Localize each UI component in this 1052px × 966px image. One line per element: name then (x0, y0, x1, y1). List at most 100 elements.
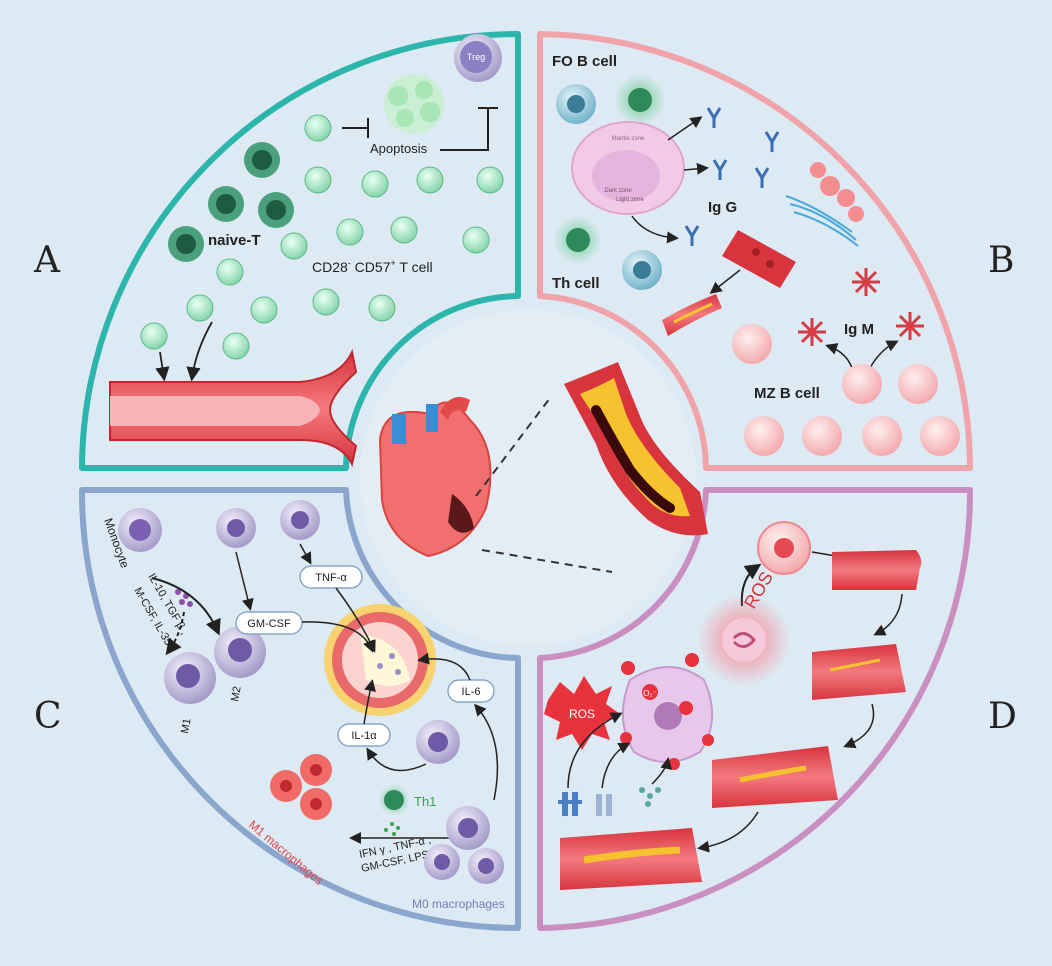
m0-macrophages (424, 806, 504, 884)
fo-b-cells (556, 74, 666, 126)
m1-cell (164, 652, 216, 704)
panel-d (537, 487, 974, 931)
arrow-il1a-artery (363, 679, 376, 725)
treg-cell: Treg (454, 34, 502, 82)
arrow-to-vessel-a2 (186, 321, 213, 382)
macrophage-right (416, 720, 460, 764)
dark-zone-label: Dark zone (604, 188, 632, 194)
molecule-dots-icon (639, 787, 661, 807)
il6-label: IL-6 (462, 686, 481, 698)
arrow-monocyte-m2 (151, 577, 221, 636)
panel-c-border (78, 487, 521, 931)
germinal-center-icon: Mantle zone Dark zone Light zone (571, 121, 685, 215)
arrow-d-flow-1 (873, 593, 903, 636)
cd28-cd57-label: CD28- CD57+ T cell (312, 258, 433, 275)
arrow-receptor-1 (567, 712, 623, 789)
blood-vessel-b-icon (722, 230, 796, 288)
panel-d-content: ROS ROS (544, 521, 922, 890)
panel-letter-c: C (34, 696, 62, 737)
mantle-zone-label: Mantle zone (612, 136, 645, 142)
inhibition-arrow-2 (440, 107, 498, 151)
igm-pentamers (798, 268, 924, 346)
inhibition-arrow-1 (342, 118, 369, 138)
blood-vessel-a-icon (109, 348, 358, 467)
panel-letter-b: B (988, 240, 1014, 281)
th-cell-label: Th cell (552, 275, 600, 292)
apoptosis-label: Apoptosis (370, 141, 428, 156)
il1a-badge: IL-1α (337, 723, 391, 747)
arrow-monocyte-m1 (165, 611, 185, 656)
mz-b-cells (732, 324, 960, 456)
m0-macrophages-label: M0 macrophages (412, 897, 505, 911)
il1a-label: IL-1α (351, 730, 377, 742)
tnfa-badge: TNF-α (299, 565, 363, 589)
arrow-d-flow-3 (697, 811, 759, 853)
igg-label: Ig G (708, 199, 737, 216)
igg-antibodies (684, 107, 780, 246)
plaque-fibers-icon (785, 162, 864, 247)
arrow-follicle-igg-2 (683, 162, 709, 175)
arrow-molecule (651, 757, 673, 785)
panel-letter-a: A (33, 240, 61, 281)
th1-dots (384, 822, 400, 836)
treg-label: Treg (467, 52, 485, 62)
arrow-tnfa-artery (335, 587, 376, 653)
igm-label: Ig M (844, 321, 874, 338)
arrow-to-gmcsf (235, 551, 254, 611)
arrow-to-artery-b (709, 269, 741, 294)
dashed-link-1 (475, 397, 551, 497)
panel-c (78, 487, 521, 931)
fo-b-cell-label: FO B cell (552, 53, 617, 70)
arrow-mac-il1a (366, 747, 427, 772)
arrow-m0-il6 (474, 703, 499, 801)
atherosclerotic-artery-icon (564, 362, 708, 536)
superoxide-bursts (620, 653, 714, 770)
panel-b-content: FO B cell Mantle zone Dark zone Light zo… (552, 53, 960, 456)
arrow-mz-igm-2 (869, 340, 899, 369)
arrow-d-flow-2 (843, 703, 875, 749)
vessel-d2-icon (812, 644, 906, 700)
vessel-d1-icon (832, 550, 922, 590)
macrophages-top (216, 500, 320, 548)
arrow-receptor-2 (601, 742, 631, 789)
artery-cross-section-icon (324, 604, 436, 716)
apoptotic-cell-icon (384, 74, 444, 134)
neutrophil-glow (698, 594, 790, 686)
activated-cell-top (757, 521, 811, 575)
cd28-cd57-t-cells (140, 114, 504, 360)
m2-label: M2 (229, 685, 243, 702)
arrow-mz-igm-1 (825, 343, 853, 369)
panel-c-content: Monocyte IL-10, TGF β , M-CSF, IL-35 M1 … (101, 500, 505, 911)
th1-label: Th1 (414, 794, 436, 809)
receptor-icon-2 (596, 794, 612, 816)
gmcsf-badge: GM-CSF (235, 611, 303, 635)
naive-t-label: naive-T (208, 232, 261, 249)
receptor-icon-1 (558, 792, 582, 816)
monocyte-cell (118, 508, 162, 552)
gmcsf-label: GM-CSF (247, 618, 291, 630)
center-content (378, 362, 708, 573)
m1-label: M1 (179, 717, 193, 734)
arrow-follicle-igg-3 (631, 215, 679, 244)
il6-badge: IL-6 (447, 679, 495, 703)
mz-b-cell-label: MZ B cell (754, 385, 820, 402)
dashed-link-2 (481, 549, 613, 573)
panel-d-border (537, 487, 974, 931)
m1-macrophages (270, 754, 332, 820)
damaged-cell-icon (621, 666, 714, 763)
arrow-to-vessel-a1 (155, 351, 170, 382)
narrowed-artery-b-icon (662, 294, 722, 336)
ros-burst-icon: ROS (544, 676, 620, 750)
tnfa-label: TNF-α (315, 572, 347, 584)
panel-a-content: Treg Apoptosis naive-T (109, 34, 504, 467)
heart-icon (378, 396, 492, 558)
panel-letter-d: D (988, 696, 1017, 737)
arrow-to-tnfa (299, 543, 312, 565)
th-cells-b (554, 216, 662, 290)
light-zone-label: Light zone (616, 197, 644, 203)
naive-t-cells (168, 142, 294, 262)
o2-label: O₂⁻ (643, 689, 657, 698)
ros-burst-label: ROS (569, 707, 595, 721)
vessel-d3-icon (712, 746, 838, 808)
